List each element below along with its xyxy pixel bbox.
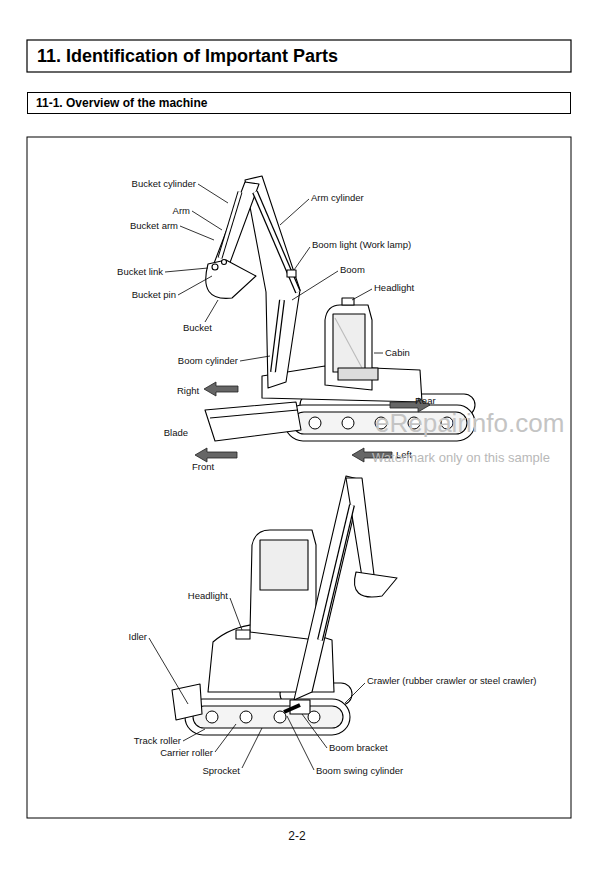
part-label: Bucket arm <box>130 220 178 232</box>
direction-label: Right <box>177 385 199 397</box>
part-label: Boom cylinder <box>178 355 238 367</box>
part-label: Bucket cylinder <box>132 178 196 190</box>
direction-label: Rear <box>415 395 436 407</box>
part-label: Bucket pin <box>132 289 176 301</box>
part-label: Bucket link <box>117 266 163 278</box>
part-label: Boom light (Work lamp) <box>312 239 411 251</box>
part-label: Arm cylinder <box>311 192 364 204</box>
page-number: 2-2 <box>288 830 305 842</box>
part-label: Carrier roller <box>160 747 213 759</box>
part-label: Cabin <box>385 347 410 359</box>
part-label: Headlight <box>374 282 414 294</box>
watermark: Watermark only on this sample <box>372 450 550 466</box>
part-label: Headlight <box>188 590 228 602</box>
part-label: Blade <box>164 427 188 439</box>
direction-label: Front <box>192 461 214 473</box>
part-label: Sprocket <box>203 765 241 777</box>
part-label: Track roller <box>134 735 181 747</box>
part-label: Boom <box>340 264 365 276</box>
part-label: Boom bracket <box>329 742 388 754</box>
page-title: 11. Identification of Important Parts <box>37 46 338 67</box>
section-heading-box: 11-1. Overview of the machine <box>27 92 571 114</box>
part-label: Boom swing cylinder <box>316 765 403 777</box>
part-label: Idler <box>129 631 147 643</box>
part-label: Arm <box>173 205 190 217</box>
part-label: Crawler (rubber crawler or steel crawler… <box>367 675 536 687</box>
section-heading: 11-1. Overview of the machine <box>28 93 570 113</box>
part-label: Bucket <box>183 322 212 334</box>
watermark: eRepairinfo.com <box>375 408 564 438</box>
